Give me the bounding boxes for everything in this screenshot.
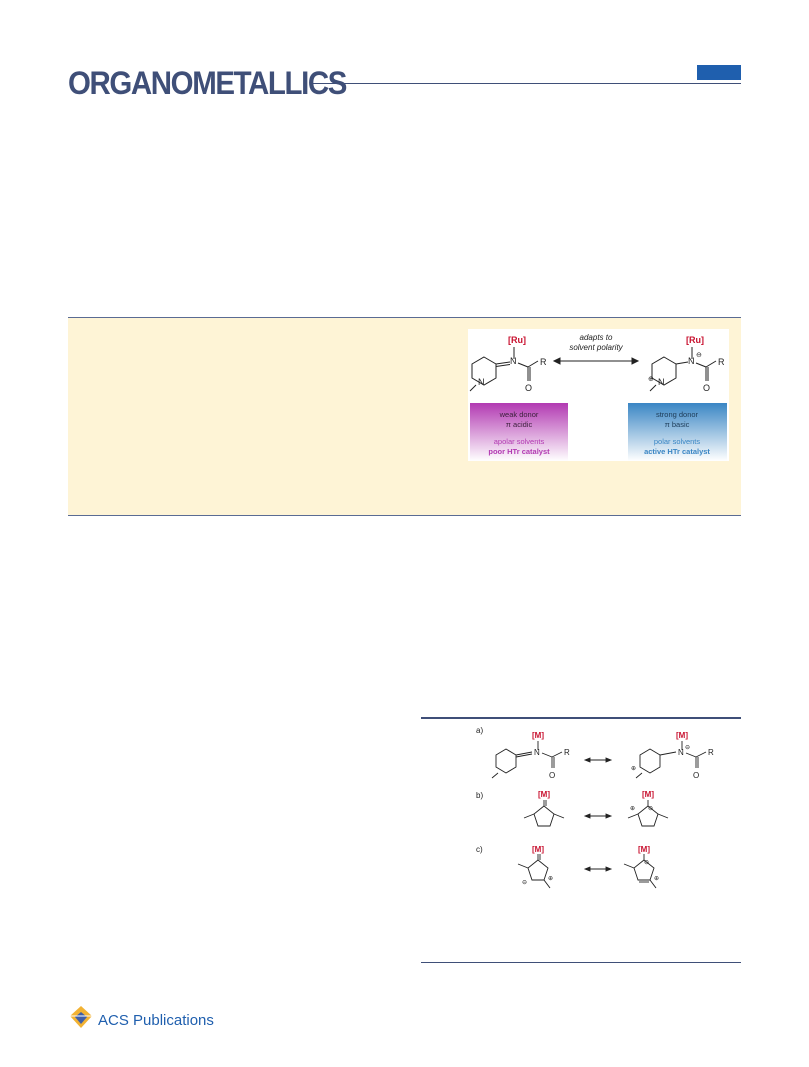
panel-b-right-plus: ⊕ (630, 806, 635, 812)
header-tab (697, 65, 741, 80)
toc-graphic-svg: [Ru] N R O N adapts to solvent polarity (469, 333, 727, 461)
toc-left-metal-label: [Ru] (508, 335, 526, 345)
panel-b-structures (523, 800, 669, 827)
toc-arrow-label-line1: adapts to (580, 333, 613, 342)
toc-graphic: [Ru] N R O N adapts to solvent polarity (468, 329, 729, 461)
panel-a-left-R: R (564, 748, 570, 757)
toc-right-plus: ⊕ (648, 376, 654, 383)
panel-a-left-N: N (534, 748, 540, 757)
equilibrium-arrow (552, 357, 640, 365)
panel-a-right-R: R (708, 748, 714, 757)
panel-a-right-N: N (678, 748, 684, 757)
panel-label-b: b) (476, 791, 483, 800)
panel-a-resonance-arrow (583, 757, 613, 763)
toc-right-ring-nitrogen: N (658, 377, 665, 387)
header-rule (312, 83, 741, 84)
toc-left-substituent: R (540, 357, 547, 367)
panel-b-resonance-arrow (583, 813, 613, 819)
figure-top-rule (421, 717, 741, 719)
toc-left-line4: poor HTr catalyst (488, 447, 550, 456)
panel-c-left-minus: ⊖ (522, 880, 527, 886)
toc-right-line1: strong donor (656, 410, 699, 419)
panel-a-structures (491, 741, 707, 779)
panel-a-left-O: O (549, 771, 555, 780)
publisher-name: ACS Publications (98, 1012, 214, 1029)
panel-c-right-minus: ⊖ (644, 860, 649, 866)
panel-c-right-metal: [M] (638, 845, 650, 854)
panel-label-a: a) (476, 726, 483, 735)
panel-a-right-O: O (693, 771, 699, 780)
panel-a-left-metal: [M] (532, 731, 544, 740)
panel-c-left-plus: ⊕ (548, 876, 553, 882)
right-zwitterion-structure (649, 347, 717, 392)
panel-c-structures (517, 854, 657, 889)
toc-left-oxygen: O (525, 383, 532, 393)
toc-right-line3: polar solvents (654, 437, 701, 446)
toc-right-oxygen: O (703, 383, 710, 393)
panel-b-right-minus: ⊖ (648, 806, 653, 812)
toc-left-ring-nitrogen: N (478, 377, 485, 387)
panel-a-right-plus: ⊕ (631, 766, 636, 772)
toc-right-metal-label: [Ru] (686, 335, 704, 345)
panel-a-right-metal: [M] (676, 731, 688, 740)
figure-1-svg: a) [M] [M] N R O N ⊖ R O ⊕ b) (476, 726, 714, 889)
acs-hexagon-icon (70, 1006, 92, 1028)
toc-left-gradient-box (470, 403, 568, 461)
journal-logo: ORGANOMETALLICS (68, 65, 347, 101)
toc-right-substituent: R (718, 357, 725, 367)
toc-left-line2: π acidic (506, 420, 533, 429)
toc-right-line4: active HTr catalyst (644, 447, 710, 456)
panel-c-left-metal: [M] (532, 845, 544, 854)
figure-bottom-rule (421, 962, 741, 963)
panel-b-right-metal: [M] (642, 790, 654, 799)
abstract-band: [Ru] N R O N adapts to solvent polarity (68, 317, 741, 516)
panel-b-left-metal: [M] (538, 790, 550, 799)
toc-right-line2: π basic (665, 420, 690, 429)
toc-left-line1: weak donor (499, 410, 539, 419)
panel-c-right-plus: ⊕ (654, 876, 659, 882)
toc-left-line3: apolar solvents (494, 437, 545, 446)
panel-a-right-minus: ⊖ (685, 745, 690, 751)
figure-1: a) [M] [M] N R O N ⊖ R O ⊕ b) (476, 722, 726, 902)
toc-right-nitrogen: N (688, 356, 695, 366)
toc-right-gradient-box (628, 403, 727, 461)
panel-c-resonance-arrow (583, 866, 613, 872)
toc-arrow-label-line2: solvent polarity (569, 343, 623, 352)
toc-left-nitrogen: N (510, 356, 517, 366)
panel-label-c: c) (476, 845, 483, 854)
left-ylidene-structure (469, 347, 539, 392)
toc-right-minus: ⊖ (696, 352, 702, 359)
